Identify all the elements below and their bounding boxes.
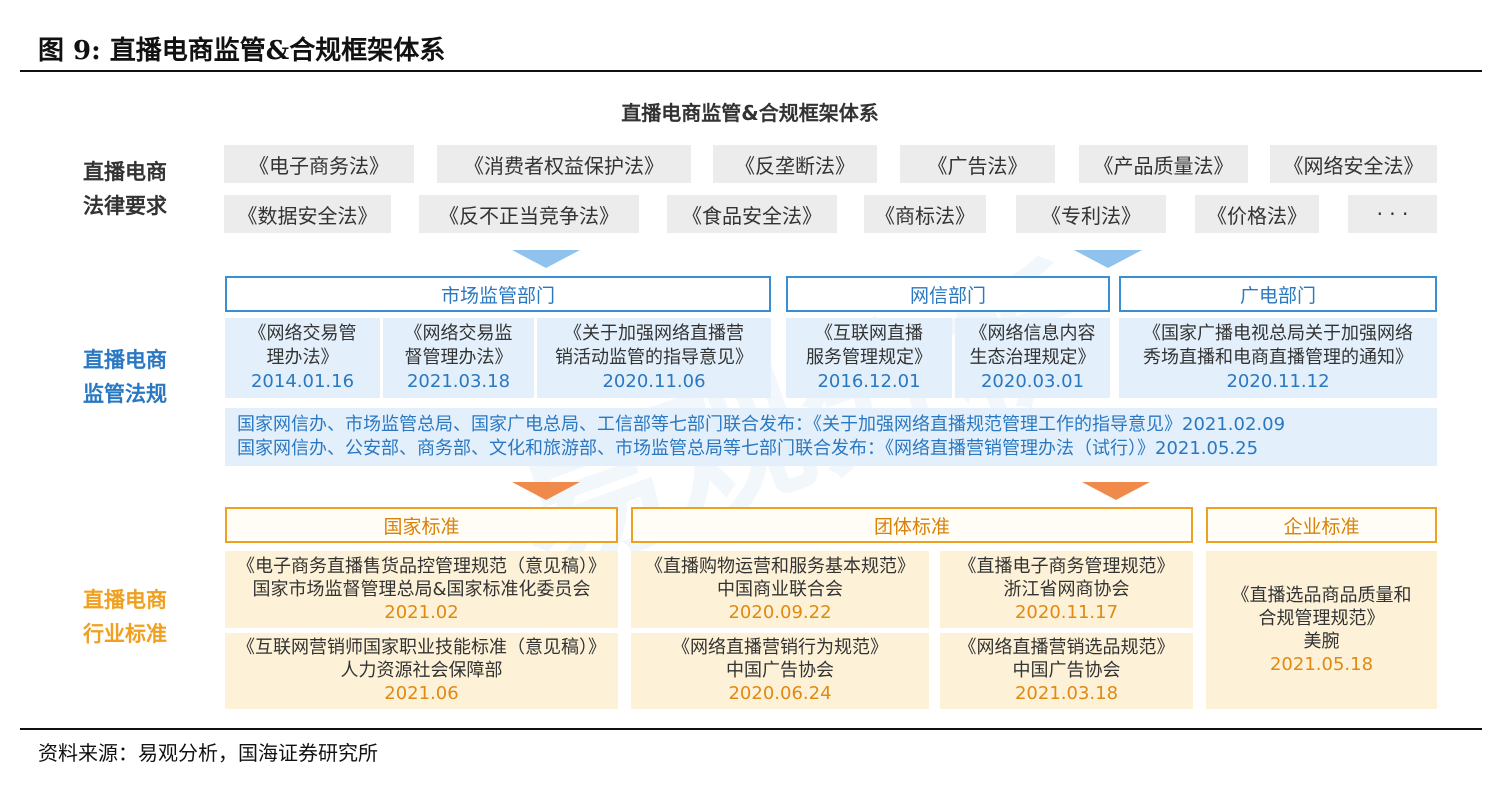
standard-date: 2020.06.24 — [728, 683, 832, 704]
regulation-title: 《国家广播电视总局关于加强网络 — [1143, 323, 1413, 344]
joint-release-panel: 国家网信办、市场监管总局、国家广电总局、工信部等七部门联合发布：《关于加强网络直… — [225, 408, 1437, 466]
standard-date: 2020.09.22 — [728, 601, 832, 623]
down-arrow-icon — [1082, 482, 1150, 500]
regulation-date: 2020.11.12 — [1226, 371, 1330, 392]
regulation-date: 2020.11.06 — [602, 371, 706, 392]
standard-issuer: 美腕 — [1303, 630, 1340, 652]
department-header-market: 市场监管部门 — [225, 276, 771, 312]
regulation-title: 《网络信息内容 — [969, 323, 1096, 344]
standard-title: 合规管理规范》 — [1258, 607, 1385, 629]
regulation-date: 2016.12.01 — [817, 371, 921, 392]
regulation-title: 《关于加强网络直播营 — [564, 323, 744, 344]
regulation-box: 《国家广播电视总局关于加强网络 秀场直播和电商直播管理的通知》 2020.11.… — [1119, 318, 1437, 398]
standard-date: 2021.06 — [384, 683, 459, 704]
row-label-standard: 直播电商 行业标准 — [70, 583, 180, 651]
row-label-line: 监管法规 — [83, 382, 167, 406]
standard-header-group: 团体标准 — [631, 507, 1193, 543]
regulation-date: 2021.03.18 — [406, 371, 511, 392]
regulation-title: 督管理办法》 — [404, 347, 513, 368]
joint-release-line: 国家网信办、公安部、商务部、文化和旅游部、市场监管总局等七部门联合发布：《网络直… — [237, 438, 1259, 459]
regulation-title: 《网络交易监 — [404, 323, 513, 344]
figure-title: 图 9: 直播电商监管&合规框架体系 — [38, 36, 446, 66]
row-label-line: 直播电商 — [83, 160, 167, 184]
standard-issuer: 中国广告协会 — [726, 660, 834, 681]
regulation-title: 销活动监管的指导意见》 — [555, 347, 753, 368]
standard-box: 《直播选品商品质量和 合规管理规范》 美腕 2021.05.18 — [1206, 551, 1437, 709]
department-header-broadcast: 广电部门 — [1119, 276, 1437, 312]
law-box: 《反不正当竞争法》 — [419, 195, 639, 233]
row-label-law: 直播电商 法律要求 — [70, 155, 180, 223]
law-box: 《反垄断法》 — [713, 145, 877, 183]
row-label-regulation: 直播电商 监管法规 — [70, 343, 180, 411]
down-arrow-icon — [512, 482, 580, 500]
standard-date: 2021.05.18 — [1269, 653, 1374, 675]
standard-issuer: 人力资源社会保障部 — [340, 660, 503, 681]
standard-title: 《电子商务直播售货品控管理规范（意见稿）》 — [237, 555, 606, 577]
standard-issuer: 国家市场监督管理总局&国家标准化委员会 — [252, 578, 591, 600]
regulation-title: 《网络交易管 — [248, 323, 357, 344]
law-box: 《广告法》 — [900, 145, 1055, 183]
top-divider — [20, 70, 1482, 72]
regulation-date: 2020.03.01 — [980, 371, 1085, 392]
standard-title: 《互联网营销师国家职业技能标准（意见稿）》 — [237, 637, 606, 658]
regulation-date: 2014.01.16 — [250, 371, 355, 392]
department-header-cyberspace: 网信部门 — [786, 276, 1110, 312]
down-arrow-icon — [1074, 250, 1142, 268]
standard-box: 《电子商务直播售货品控管理规范（意见稿）》 国家市场监督管理总局&国家标准化委员… — [225, 551, 618, 628]
law-box: 《网络安全法》 — [1270, 145, 1437, 183]
law-box: 《电子商务法》 — [224, 145, 414, 183]
standard-box: 《网络直播营销行为规范》 中国广告协会 2020.06.24 — [631, 633, 929, 709]
law-box: 《专利法》 — [1016, 195, 1166, 233]
standard-title: 《网络直播营销行为规范》 — [672, 637, 888, 658]
regulation-title: 《互联网直播 — [815, 323, 923, 344]
row-label-line: 行业标准 — [83, 622, 167, 646]
standard-box: 《直播购物运营和服务基本规范》 中国商业联合会 2020.09.22 — [631, 551, 929, 628]
standard-issuer: 中国广告协会 — [1012, 660, 1121, 681]
standard-title: 《直播购物运营和服务基本规范》 — [645, 555, 915, 577]
source-note: 资料来源：易观分析，国海证券研究所 — [38, 741, 378, 765]
law-box: 《消费者权益保护法》 — [437, 145, 691, 183]
standard-box: 《网络直播营销选品规范》 中国广告协会 2021.03.18 — [940, 633, 1193, 709]
bottom-divider — [20, 728, 1482, 730]
standard-date: 2020.11.17 — [1014, 601, 1119, 623]
standard-header-enterprise: 企业标准 — [1206, 507, 1437, 543]
standard-date: 2021.03.18 — [1014, 683, 1119, 704]
regulation-box: 《网络信息内容 生态治理规定》 2020.03.01 — [955, 318, 1110, 398]
standard-title: 《直播电子商务管理规范》 — [958, 555, 1175, 577]
law-box: 《商标法》 — [864, 195, 986, 233]
row-label-line: 法律要求 — [83, 194, 167, 218]
regulation-title: 理办法》 — [266, 347, 339, 368]
law-box: 《产品质量法》 — [1079, 145, 1248, 183]
standard-title: 《网络直播营销选品规范》 — [958, 637, 1175, 658]
down-arrow-icon — [512, 250, 580, 268]
law-box: 《价格法》 — [1195, 195, 1319, 233]
diagram-title: 直播电商监管&合规框架体系 — [621, 101, 879, 125]
regulation-box: 《网络交易管 理办法》 2014.01.16 — [225, 318, 380, 398]
law-box-ellipsis: · · · — [1348, 195, 1437, 233]
standard-title: 《直播选品商品质量和 — [1231, 584, 1412, 606]
standard-box: 《互联网营销师国家职业技能标准（意见稿）》 人力资源社会保障部 2021.06 — [225, 633, 618, 709]
standard-issuer: 中国商业联合会 — [717, 578, 843, 600]
standard-issuer: 浙江省网商协会 — [1003, 578, 1130, 600]
joint-release-line: 国家网信办、市场监管总局、国家广电总局、工信部等七部门联合发布：《关于加强网络直… — [237, 414, 1286, 435]
row-label-line: 直播电商 — [83, 348, 167, 372]
law-box: 《食品安全法》 — [667, 195, 837, 233]
law-box: 《数据安全法》 — [224, 195, 391, 233]
standard-box: 《直播电子商务管理规范》 浙江省网商协会 2020.11.17 — [940, 551, 1193, 628]
row-label-line: 直播电商 — [83, 588, 167, 612]
regulation-title: 服务管理规定》 — [806, 347, 932, 368]
standard-header-national: 国家标准 — [225, 507, 618, 543]
regulation-title: 秀场直播和电商直播管理的通知》 — [1143, 347, 1413, 368]
standard-date: 2021.02 — [384, 601, 459, 623]
regulation-box: 《互联网直播 服务管理规定》 2016.12.01 — [786, 318, 952, 398]
regulation-box: 《网络交易监 督管理办法》 2021.03.18 — [383, 318, 534, 398]
regulation-box: 《关于加强网络直播营 销活动监管的指导意见》 2020.11.06 — [537, 318, 771, 398]
regulation-title: 生态治理规定》 — [969, 347, 1096, 368]
